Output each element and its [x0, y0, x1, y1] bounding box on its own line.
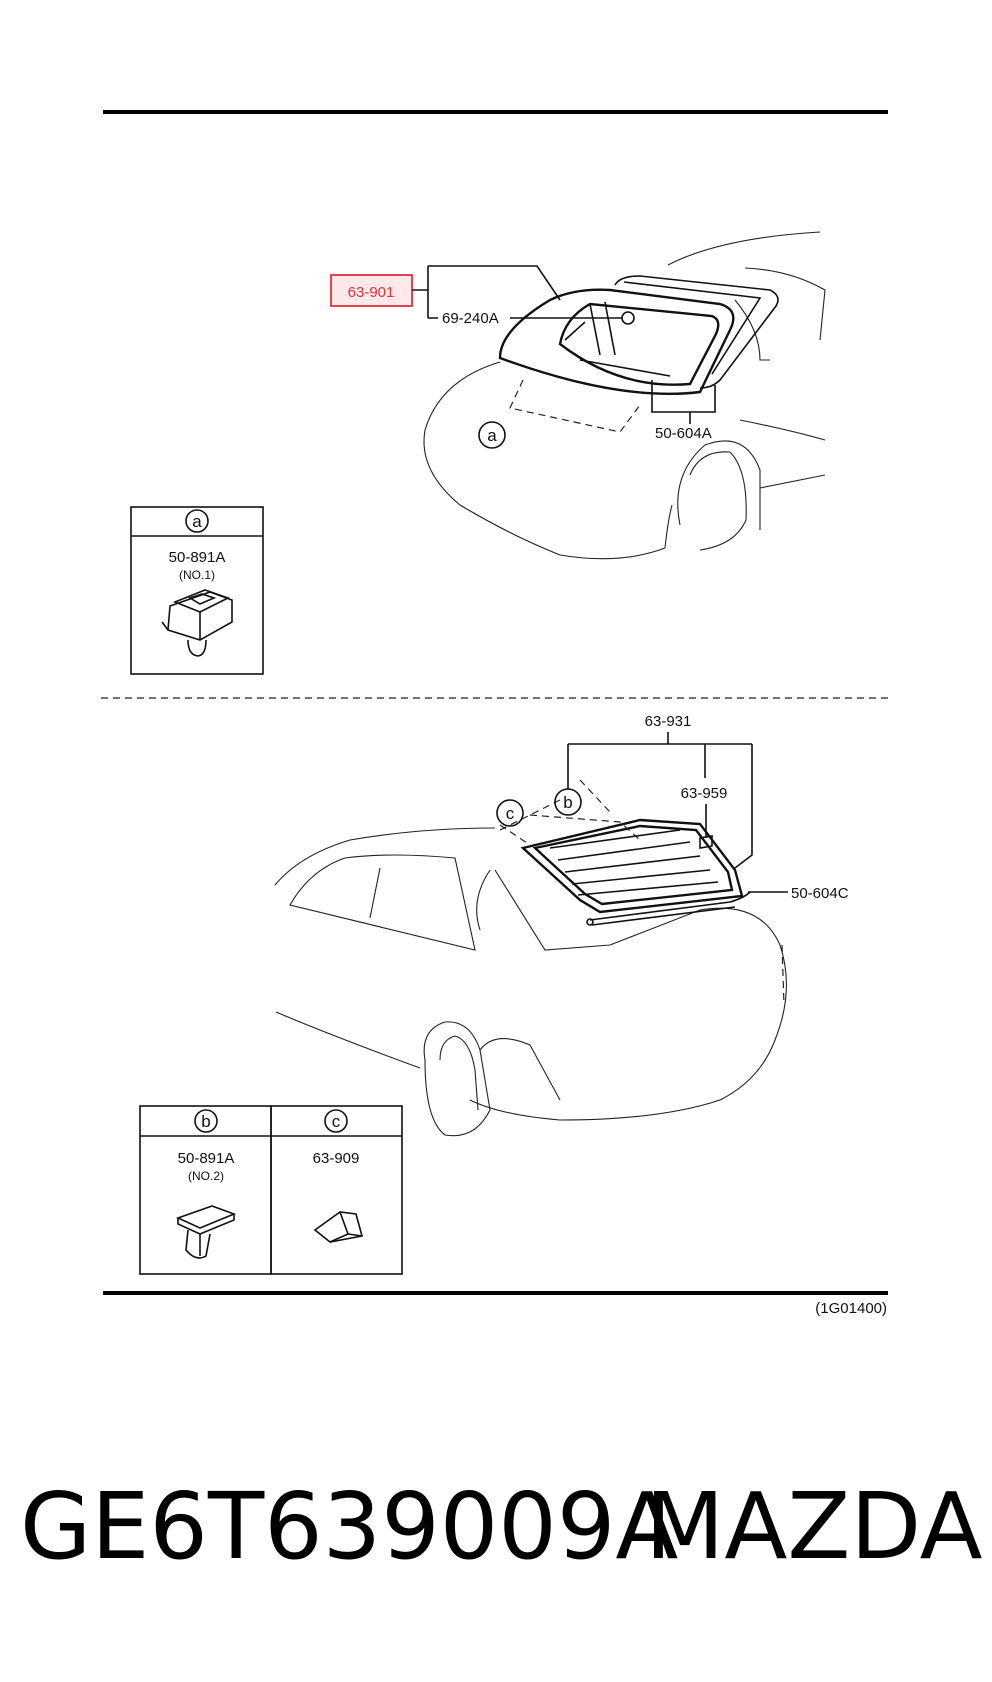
- detail-box-c: [270, 1105, 403, 1275]
- circle-a-mark: [478, 421, 506, 449]
- clip-no2-drawing: [175, 1205, 237, 1259]
- leader-63-901: [412, 265, 561, 319]
- lower-car-outline: [274, 827, 787, 1137]
- box-b-part: 50-891A: [178, 1150, 235, 1167]
- lower-glass-assembly: [520, 818, 751, 926]
- leader-63-931: [567, 732, 753, 869]
- upper-dashed-indicator: [509, 379, 641, 433]
- circle-a-mark-label: a: [487, 426, 497, 445]
- box-c-label: c: [332, 1112, 341, 1131]
- callout-63-901: 63-901: [348, 284, 395, 301]
- mark-point: [621, 311, 635, 325]
- figure-ref: (1G01400): [815, 1300, 887, 1317]
- box-a-note: (NO.1): [179, 568, 215, 582]
- callout-50-604C: 50-604C: [791, 885, 849, 902]
- clip-no1-drawing: [161, 589, 233, 657]
- upper-car-outline: [423, 231, 826, 560]
- callout-63-959: 63-959: [681, 785, 728, 802]
- footer-part-number: GE6T639009A: [20, 1473, 678, 1580]
- highlight-box: [330, 274, 413, 307]
- box-b-note: (NO.2): [188, 1169, 224, 1183]
- box-c-part: 63-909: [313, 1150, 360, 1167]
- leader-50-604A: [651, 380, 716, 424]
- box-a-label: a: [192, 512, 202, 531]
- circle-c-mark: [496, 799, 524, 827]
- callout-63-931: 63-931: [645, 713, 692, 730]
- box-b-label: b: [201, 1112, 210, 1131]
- box-a-part: 50-891A: [169, 549, 226, 566]
- callout-69-240A: 69-240A: [442, 310, 499, 327]
- lower-dashed-indicator: [499, 779, 641, 846]
- footer-brand: MAZDA: [645, 1473, 983, 1580]
- upper-glass-assembly: [498, 275, 779, 396]
- detail-box-a: [130, 506, 264, 675]
- circle-c-mark-label: c: [506, 804, 515, 823]
- callout-50-604A: 50-604A: [655, 425, 712, 442]
- bracket-part: [699, 835, 713, 849]
- circle-b-mark-label: b: [563, 793, 572, 812]
- cushion-drawing: [313, 1211, 364, 1243]
- detail-box-b: [139, 1105, 272, 1275]
